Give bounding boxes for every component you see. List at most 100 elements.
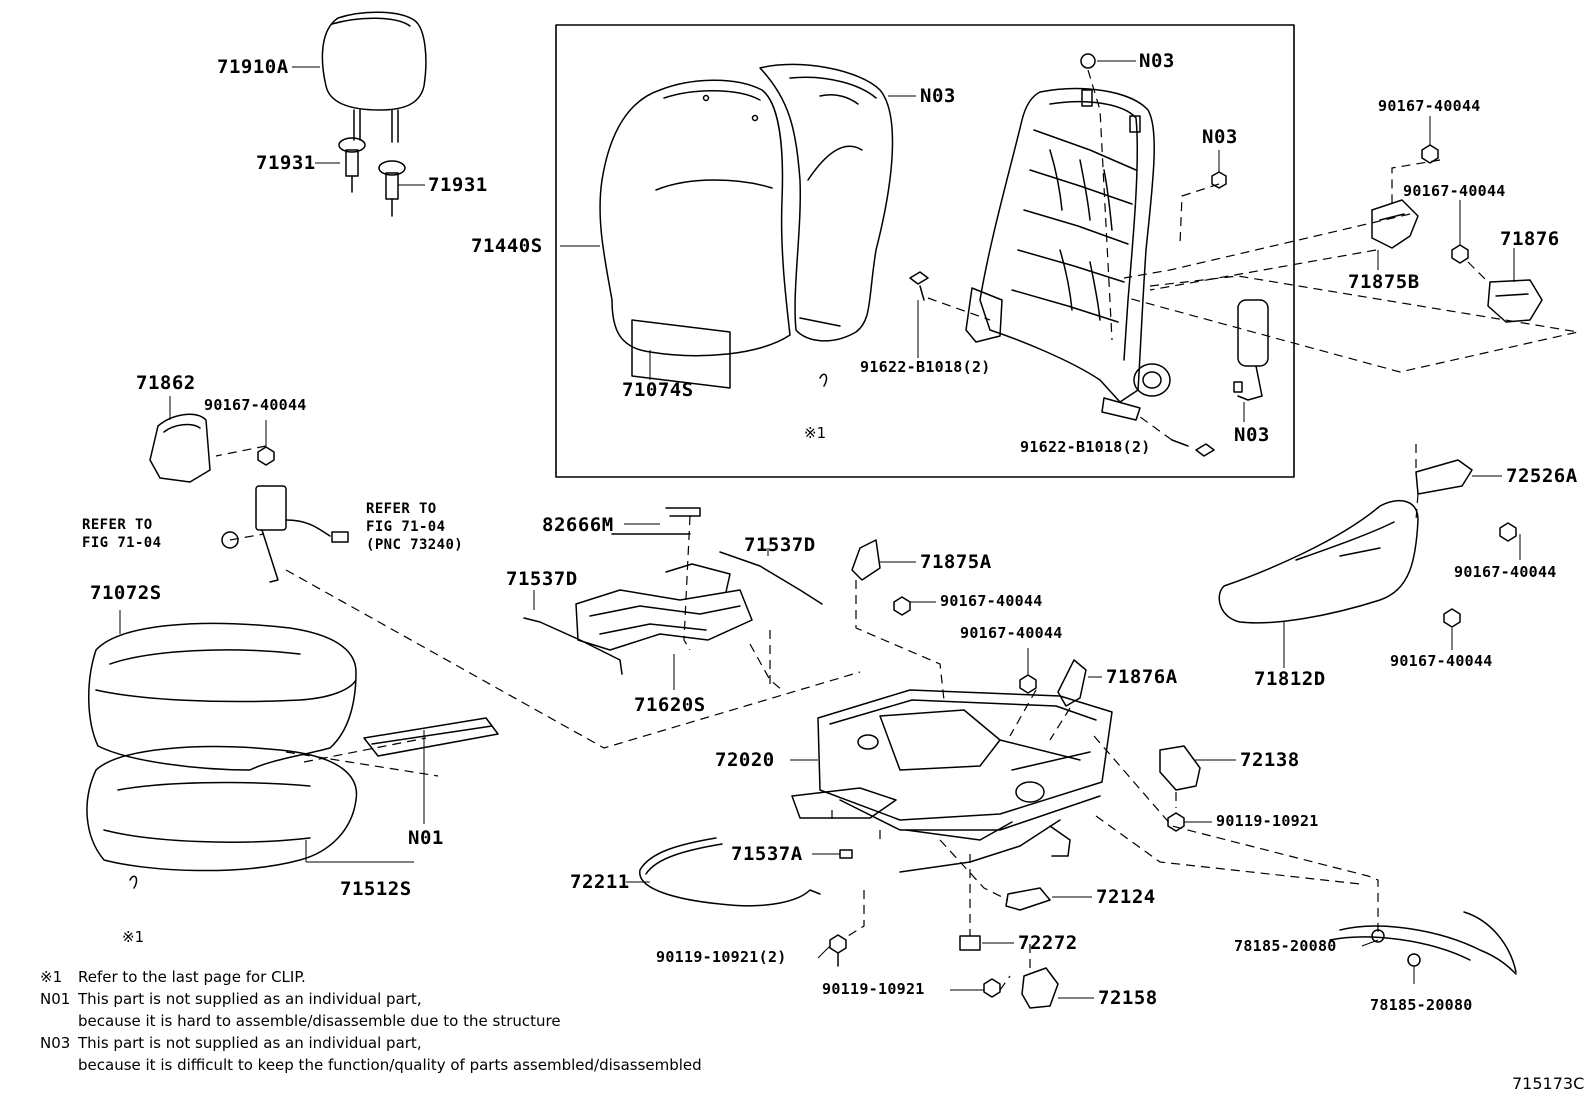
clip-mark-cushion: [129, 875, 138, 889]
pnc-cushion-cover[interactable]: 71072S: [90, 582, 162, 604]
back-frame-drawing: [965, 87, 1171, 421]
ref-line: FIG 71-04: [82, 535, 162, 551]
side-airbag-drawing: [1233, 299, 1269, 401]
footnote-text: because it is hard to assemble/disassemb…: [78, 1012, 561, 1030]
bolt-72158: [983, 978, 1001, 998]
pnc-cushion-spring[interactable]: 71620S: [634, 694, 706, 716]
shield-drawing: [1218, 500, 1419, 624]
ref-line: REFER TO: [82, 517, 153, 533]
pnc-frame-bolt-right[interactable]: 91622-B1018(2): [1020, 438, 1151, 456]
pnc-clip-72272[interactable]: 72272: [1018, 932, 1078, 954]
hinge-cover-71875b: [1371, 199, 1419, 249]
bolt-shield-2: [1443, 608, 1461, 628]
pnc-hinge-cover-71875b[interactable]: 71875B: [1348, 271, 1420, 293]
footnote-clip: ※1 Refer to the last page for CLIP.: [40, 966, 702, 988]
seat-adjuster-drawing: [791, 689, 1113, 873]
pnc-belt-cover-bolt[interactable]: 90167-40044: [204, 396, 307, 414]
pnc-hinge-cover-71875a[interactable]: 71875A: [920, 551, 992, 573]
bolt-shield-1: [1499, 522, 1517, 542]
nut-n03-top: [1080, 53, 1096, 69]
pnc-frame-nut-right[interactable]: N03: [1202, 126, 1238, 148]
pnc-knob[interactable]: 72526A: [1506, 465, 1578, 487]
ref-line: REFER TO: [366, 501, 437, 517]
pnc-back-cover[interactable]: 71074S: [622, 379, 694, 401]
pnc-lever-cover-bolt[interactable]: 90119-10921: [1216, 812, 1319, 830]
pnc-headrest-support-left[interactable]: 71931: [256, 152, 316, 174]
pnc-belt-cover[interactable]: 71862: [136, 372, 196, 394]
pnc-wire-71537a[interactable]: 71537A: [731, 843, 803, 865]
pnc-clamp-2[interactable]: 78185-20080: [1370, 996, 1473, 1014]
pnc-hinge-cover-71876[interactable]: 71876: [1500, 228, 1560, 250]
footnote-n01-continued: because it is hard to assemble/disassemb…: [40, 1010, 702, 1032]
hinge-cover-71876a: [1057, 659, 1087, 707]
clip-mark-back-label: ※1: [804, 424, 827, 442]
pnc-wire-71537d-left[interactable]: 71537D: [506, 568, 578, 590]
pnc-shield-bolt-2[interactable]: 90167-40044: [1390, 652, 1493, 670]
pnc-shield[interactable]: 71812D: [1254, 668, 1326, 690]
bolt-72138: [1167, 812, 1185, 832]
clip-mark-cushion-label: ※1: [122, 928, 145, 946]
pnc-hinge-cover-71875a-bolt[interactable]: 90167-40044: [940, 592, 1043, 610]
pnc-frame-bolt-left[interactable]: 91622-B1018(2): [860, 358, 991, 376]
footnote-text: Refer to the last page for CLIP.: [78, 968, 306, 986]
footnote-text: because it is difficult to keep the func…: [78, 1056, 702, 1074]
pnc-release-handle[interactable]: 72211: [570, 871, 630, 893]
wire-71537d-right: [719, 551, 823, 605]
pnc-hinge-cover-71876a-bolt[interactable]: 90167-40044: [960, 624, 1063, 642]
pnc-cover-72124[interactable]: 72124: [1096, 886, 1156, 908]
pnc-cushion-pad[interactable]: 71512S: [340, 878, 412, 900]
ref-line: FIG 71-04: [366, 519, 446, 535]
wire-71537a: [839, 849, 853, 859]
bolt-left-head: [909, 271, 929, 285]
clip-mark-back: [819, 373, 828, 387]
pnc-bolt-72158[interactable]: 90119-10921: [822, 980, 925, 998]
pnc-side-airbag[interactable]: N03: [1234, 424, 1270, 446]
cover-72124-drawing: [1005, 887, 1051, 911]
back-cover-drawing: [599, 79, 791, 389]
pnc-frame-nut-top[interactable]: N03: [1139, 50, 1175, 72]
buckle-reference-right[interactable]: REFER TO FIG 71-04 (PNC 73240): [366, 500, 463, 554]
seatbelt-buckle-drawing: [255, 485, 349, 583]
pnc-bolt-top-right-2[interactable]: 90167-40044: [1403, 182, 1506, 200]
ref-line: (PNC 73240): [366, 537, 464, 553]
hinge-cover-71876: [1487, 279, 1543, 323]
clip-72272-drawing: [959, 935, 981, 951]
cushion-cover-drawing: [87, 622, 357, 771]
figure-id: 715173C: [1512, 1074, 1585, 1093]
cushion-pad-drawing: [86, 745, 358, 872]
buckle-reference-left[interactable]: REFER TO FIG 71-04: [82, 516, 161, 552]
pnc-bolt-front[interactable]: 90119-10921(2): [656, 948, 787, 966]
pnc-shield-bolt-1[interactable]: 90167-40044: [1454, 563, 1557, 581]
pnc-bolt-top-right-1[interactable]: 90167-40044: [1378, 97, 1481, 115]
pnc-spring-hook[interactable]: 82666M: [542, 514, 614, 536]
bolt-belt-cover: [257, 446, 275, 466]
leader-lines: [119, 60, 1521, 999]
footnote-n03-continued: because it is difficult to keep the func…: [40, 1054, 702, 1076]
pnc-headrest-support-right[interactable]: 71931: [428, 174, 488, 196]
pnc-headrest[interactable]: 71910A: [217, 56, 289, 78]
pnc-hinge-cover-71876a[interactable]: 71876A: [1106, 666, 1178, 688]
pnc-clamp-1[interactable]: 78185-20080: [1234, 937, 1337, 955]
spring-hook-82666m: [611, 507, 701, 535]
pnc-seatback-assy[interactable]: 71440S: [471, 235, 543, 257]
pnc-lever-cover[interactable]: 72138: [1240, 749, 1300, 771]
pnc-heater-n01[interactable]: N01: [408, 827, 444, 849]
back-pad-drawing: [759, 63, 894, 342]
cushion-heater-drawing: [363, 717, 499, 757]
footnote-code: ※1: [40, 968, 63, 986]
footnote-text: This part is not supplied as an individu…: [78, 990, 422, 1008]
pnc-seat-adjuster[interactable]: 72020: [715, 749, 775, 771]
bolt-71875a: [893, 596, 911, 616]
pnc-back-pad[interactable]: N03: [920, 85, 956, 107]
cover-72158-drawing: [1021, 967, 1059, 1009]
headrest-drawing: [321, 11, 427, 143]
pnc-cover-72158[interactable]: 72158: [1098, 987, 1158, 1009]
pnc-wire-71537d-right[interactable]: 71537D: [744, 534, 816, 556]
cushion-spring-drawing: [575, 563, 753, 651]
bolt-90167-b: [1451, 244, 1469, 264]
bolt-front: [829, 934, 847, 954]
